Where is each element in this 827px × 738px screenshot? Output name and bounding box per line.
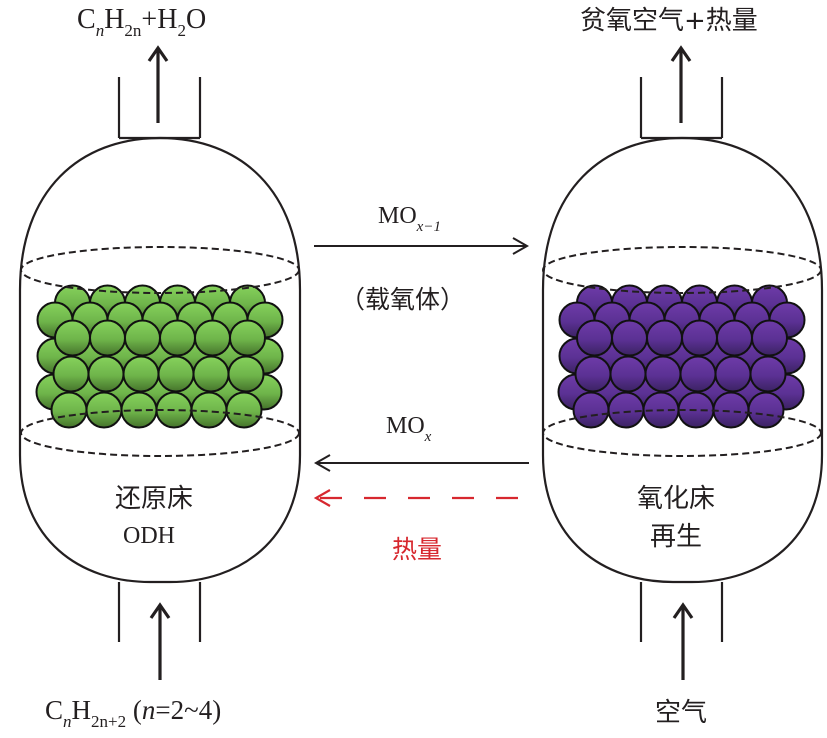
right-vessel-subtitle: 再生 xyxy=(650,522,703,552)
right-particle-bed xyxy=(557,284,806,429)
catalyst-particle xyxy=(681,319,718,357)
left-bed-top-boundary xyxy=(20,246,300,294)
catalyst-particle xyxy=(751,319,788,357)
formula-part: +H xyxy=(141,4,178,35)
right-outlet-label: 贫氧空气+热量 xyxy=(580,6,758,36)
right-inlet-label: 空气 xyxy=(655,698,708,728)
catalyst-particle xyxy=(52,355,90,393)
catalyst-particle xyxy=(574,355,612,393)
catalyst-particle xyxy=(747,391,785,429)
right-vessel-name: 氧化床 xyxy=(637,484,716,514)
catalyst-particle xyxy=(54,319,91,357)
formula-part: C xyxy=(77,4,96,35)
left-vessel-shell xyxy=(18,136,302,584)
catalyst-particle xyxy=(714,355,752,393)
formula-sub: x xyxy=(424,429,432,445)
left-outlet-arrow xyxy=(147,45,169,123)
catalyst-particle xyxy=(572,391,610,429)
catalyst-particle xyxy=(192,355,230,393)
catalyst-particle xyxy=(124,319,161,357)
catalyst-particle xyxy=(644,355,682,393)
formula-part: H xyxy=(104,4,125,35)
right-bed-top-boundary xyxy=(542,246,822,294)
left-vessel xyxy=(18,77,302,642)
oxygen-carrier-label: （载氧体） xyxy=(340,285,466,314)
catalyst-particle xyxy=(89,319,126,357)
catalyst-particle xyxy=(122,355,160,393)
formula-sub: n xyxy=(95,21,105,40)
right-bed-bottom-boundary xyxy=(542,409,822,457)
left-inlet-label: CnH2n+2 (n=2~4) xyxy=(45,695,222,731)
formula-part: C xyxy=(45,695,64,725)
formula-part: MO xyxy=(378,203,417,229)
formula-part: ( xyxy=(126,695,142,725)
catalyst-particle xyxy=(716,319,753,357)
formula-sub: x−1 xyxy=(416,219,441,235)
catalyst-particle xyxy=(609,355,647,393)
left-bed-bottom-boundary xyxy=(20,409,300,457)
catalyst-particle xyxy=(190,391,228,429)
catalyst-particle xyxy=(85,391,123,429)
catalyst-particle xyxy=(157,355,195,393)
catalyst-particle xyxy=(749,355,787,393)
formula-sub: 2 xyxy=(177,21,186,40)
catalyst-particle xyxy=(87,355,125,393)
formula-sub: 2n+2 xyxy=(91,712,127,731)
oxygen-carrier-to-oxidizer-arrow xyxy=(314,237,530,255)
right-vessel-shell xyxy=(541,136,824,584)
flow-to-right-label: MOx−1 xyxy=(378,203,441,235)
formula-part: O xyxy=(185,4,207,35)
catalyst-particle xyxy=(159,319,196,357)
right-inlet-arrow xyxy=(672,602,694,680)
catalyst-particle xyxy=(225,391,263,429)
formula-sub: 2n xyxy=(124,21,142,40)
catalyst-particle xyxy=(611,319,648,357)
left-inlet-arrow xyxy=(149,602,171,680)
catalyst-particle xyxy=(679,355,717,393)
right-outlet-arrow xyxy=(670,45,692,123)
formula-var: n xyxy=(141,695,156,725)
catalyst-particle xyxy=(50,391,88,429)
catalyst-particle xyxy=(576,319,613,357)
left-vessel-subtitle: ODH xyxy=(123,523,175,549)
catalyst-particle xyxy=(646,319,683,357)
formula-part: MO xyxy=(386,413,425,439)
catalyst-particle xyxy=(194,319,231,357)
right-vessel xyxy=(541,77,824,642)
catalyst-particle xyxy=(227,355,265,393)
formula-part: H xyxy=(71,695,92,725)
heat-label: 热量 xyxy=(392,535,443,564)
formula-sub: n xyxy=(63,712,72,731)
oxygen-carrier-to-reducer-arrow xyxy=(313,454,529,472)
left-vessel-name: 还原床 xyxy=(115,484,194,514)
heat-transfer-arrow xyxy=(313,489,529,507)
catalyst-particle xyxy=(229,319,266,357)
left-outlet-label: CnH2n+H2O xyxy=(77,4,207,40)
formula-part: =2~4) xyxy=(155,695,222,725)
catalyst-particle xyxy=(607,391,645,429)
flow-to-left-label: MOx xyxy=(386,413,431,445)
catalyst-particle xyxy=(712,391,750,429)
left-particle-bed xyxy=(35,284,284,429)
